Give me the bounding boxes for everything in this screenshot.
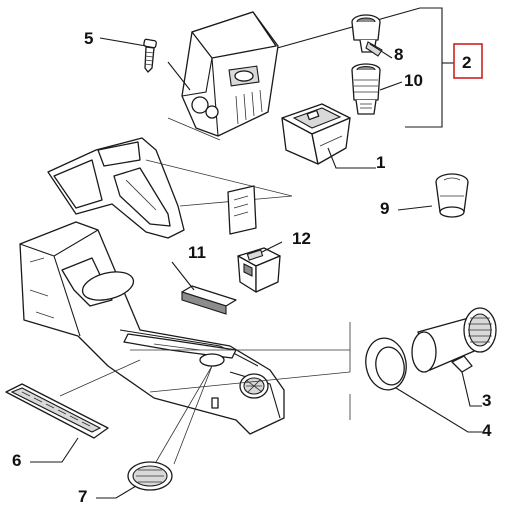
leader-12 <box>261 241 283 253</box>
label-5: 5 <box>84 29 93 48</box>
part-lighter-socket <box>351 14 383 57</box>
ref-line-h <box>155 365 213 463</box>
part-center-console <box>19 221 285 435</box>
callout-box-2 <box>453 43 483 79</box>
leader-4 <box>395 387 482 433</box>
leader-8 <box>369 43 393 59</box>
part-tray <box>281 103 351 165</box>
label-9: 9 <box>380 199 389 218</box>
label-2: 2 <box>462 53 471 72</box>
ref-line-e <box>149 379 271 393</box>
label-12: 12 <box>292 229 311 248</box>
ref-line-g <box>59 359 141 397</box>
part-switch-plate <box>227 185 257 235</box>
leader-5 <box>99 37 147 47</box>
label-6: 6 <box>12 451 21 470</box>
part-switch <box>237 247 281 293</box>
label-1: 1 <box>376 153 385 172</box>
ref-line-b <box>145 159 293 197</box>
part-trim-strip <box>181 285 237 315</box>
leader-housing <box>167 61 191 91</box>
part-bezel <box>47 137 185 239</box>
leader-6 <box>30 437 79 463</box>
ref-line-a <box>167 117 221 141</box>
leader-3 <box>461 371 482 407</box>
group-bracket <box>262 7 454 128</box>
part-lighter-body <box>351 63 381 115</box>
label-11: 11 <box>188 243 206 262</box>
part-ring <box>365 337 407 391</box>
label-8: 8 <box>394 45 403 64</box>
part-screw <box>143 38 157 73</box>
label-7: 7 <box>78 487 87 506</box>
leader-11 <box>171 261 195 291</box>
label-3: 3 <box>482 391 491 410</box>
part-mat <box>5 383 109 439</box>
part-plug <box>435 173 469 218</box>
label-4: 4 <box>482 421 492 440</box>
part-vent <box>411 307 497 373</box>
part-round-cap <box>127 461 173 491</box>
ref-line-i <box>173 365 213 465</box>
leader-9 <box>397 205 433 211</box>
ref-line-f <box>269 371 351 381</box>
part-housing <box>181 11 279 137</box>
label-10: 10 <box>404 71 423 90</box>
leader-1 <box>327 147 376 169</box>
leader-10 <box>379 81 403 91</box>
leader-7 <box>96 485 137 499</box>
